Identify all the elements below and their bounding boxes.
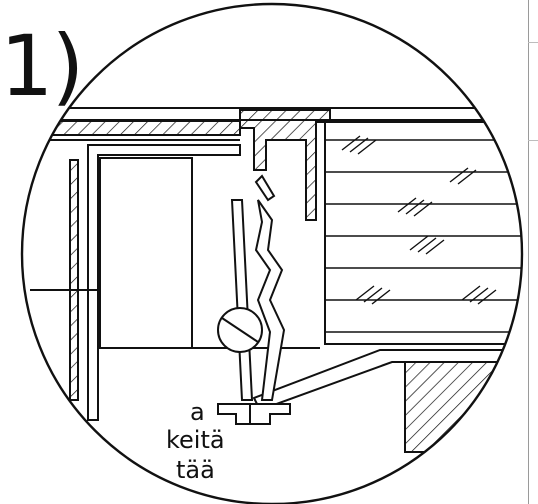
bottom-right-frame: [252, 349, 522, 412]
glass-reflection-marks: [341, 135, 497, 305]
glass-panel: [324, 121, 522, 345]
caption-line-1: a: [190, 398, 205, 426]
page-edge-tick: [528, 42, 538, 43]
caption-line-3: tää: [176, 456, 215, 484]
clip-spring: [254, 199, 286, 401]
page-edge-rule: [528, 0, 529, 504]
left-frame-inner: [69, 159, 79, 401]
caption-line-2: keitä: [166, 426, 225, 454]
left-panel: [99, 157, 193, 349]
step-number: 1): [0, 17, 84, 115]
page-edge-tick: [528, 140, 538, 141]
cap-profile: [239, 109, 331, 221]
clip-hook: [254, 174, 276, 202]
clip-base: [217, 403, 291, 425]
clip-arm: [230, 199, 254, 401]
detail-circle: [20, 2, 524, 504]
top-hatch-band: [39, 120, 241, 136]
left-frame-outer: [87, 144, 241, 421]
